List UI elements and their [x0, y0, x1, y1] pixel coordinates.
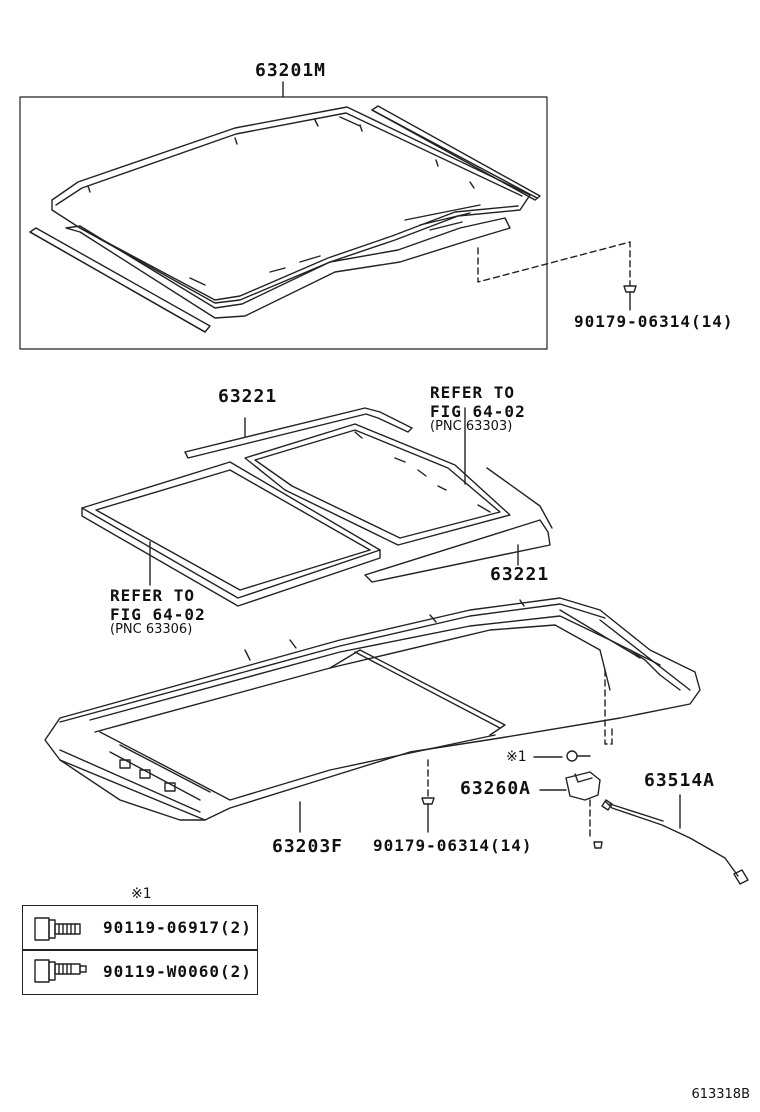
threaded-stud-icon — [34, 959, 87, 983]
housing-illustration — [44, 597, 701, 833]
part-label-63203F[interactable]: 63203F — [272, 836, 344, 857]
refer-note-rear-glass[interactable]: REFER TO FIG 64-02 — [430, 383, 526, 421]
part-label-63260A[interactable]: 63260A — [460, 778, 532, 799]
bolt-small-icon — [566, 750, 591, 762]
pnc-rear-glass: (PNC 63303) — [430, 419, 513, 434]
refer-line1: REFER TO — [110, 586, 196, 605]
weatherstrip-lower-illustration — [364, 467, 553, 583]
part-label-63221-lower[interactable]: 63221 — [490, 564, 550, 585]
hex-flange-bolt-icon — [34, 917, 81, 941]
legend-row-1[interactable]: 90119-06917(2) — [22, 905, 258, 951]
clip-top-icon — [623, 285, 637, 311]
part-label-clip-top[interactable]: 90179-06314(14) — [574, 312, 734, 331]
part-label-clip-bottom[interactable]: 90179-06314(14) — [373, 836, 533, 855]
mark-callout: ※1 — [506, 749, 527, 765]
weatherstrip-upper-illustration — [184, 407, 413, 459]
rear-glass-illustration — [244, 407, 511, 546]
legend-row-1-text: 90119-06917(2) — [103, 918, 252, 937]
refer-note-front-glass[interactable]: REFER TO FIG 64-02 — [110, 586, 206, 624]
part-label-63201M[interactable]: 63201M — [255, 60, 327, 81]
wire-harness-illustration — [601, 794, 749, 885]
part-label-63221-upper[interactable]: 63221 — [218, 386, 278, 407]
pnc-front-glass: (PNC 63306) — [110, 622, 193, 637]
legend-row-2-text: 90119-W0060(2) — [103, 962, 252, 981]
illustration-code: 613318B — [691, 1087, 750, 1102]
screw-small-icon — [593, 841, 603, 849]
refer-line2: FIG 64-02 — [430, 402, 526, 421]
part-label-63514A[interactable]: 63514A — [644, 770, 716, 791]
roof-panel-illustration — [29, 105, 541, 333]
clip-bottom-icon — [421, 797, 435, 833]
refer-line2: FIG 64-02 — [110, 605, 206, 624]
refer-line1: REFER TO — [430, 383, 516, 402]
front-glass-illustration — [81, 461, 381, 607]
roof-panel-group-box — [19, 96, 548, 350]
dashed-leader-clip-top — [477, 241, 631, 286]
dashed-leader-bolt — [604, 669, 613, 745]
legend-mark: ※1 — [131, 886, 152, 902]
legend-row-2[interactable]: 90119-W0060(2) — [22, 949, 258, 995]
sensor-bracket-illustration — [539, 771, 601, 801]
